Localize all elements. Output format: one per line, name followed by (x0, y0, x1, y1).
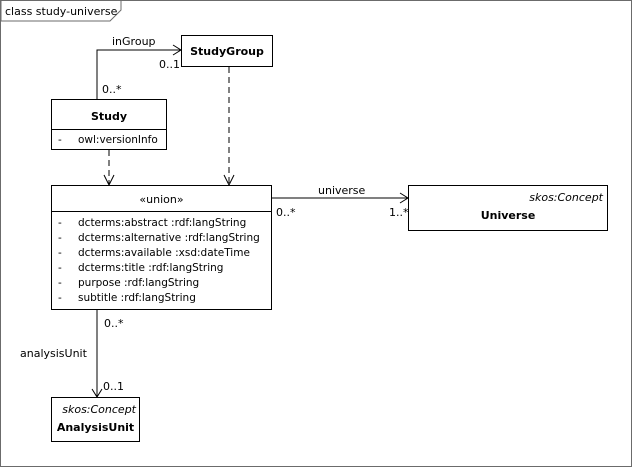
class-union-stereotype: «union» (139, 193, 184, 206)
class-universe-stereotype: skos:Concept (529, 191, 603, 204)
class-study-name: Study (90, 110, 128, 123)
attribute-marker: - (58, 292, 62, 304)
class-union-attribute: - subtitle :rdf:langString (58, 291, 196, 306)
analysisunit-source-multiplicity: 0..* (104, 317, 124, 330)
ingroup-target-multiplicity: 0..1 (159, 58, 180, 71)
frame-title-tab (0, 1, 122, 22)
ingroup-association-line (96, 49, 181, 99)
analysisunit-target-multiplicity: 0..1 (103, 380, 124, 393)
attribute-marker: - (58, 217, 62, 229)
attribute-text: purpose :rdf:langString (78, 277, 200, 289)
attribute-text: owl:versionInfo (78, 134, 158, 146)
attribute-marker: - (58, 247, 62, 259)
attribute-marker: - (58, 262, 62, 274)
universe-target-multiplicity: 1..* (389, 206, 409, 219)
analysisunit-label: analysisUnit (20, 347, 87, 360)
attribute-text: dcterms:alternative :rdf:langString (78, 232, 260, 244)
class-study-separator (52, 129, 166, 130)
ingroup-label: inGroup (112, 35, 156, 48)
attribute-text: dcterms:abstract :rdf:langString (78, 217, 247, 229)
frame-title: class study-universe (5, 5, 118, 18)
attribute-text: subtitle :rdf:langString (78, 292, 196, 304)
class-union-attribute: - purpose :rdf:langString (58, 276, 199, 291)
class-union-attribute: - dcterms:abstract :rdf:langString (58, 216, 246, 231)
class-union-attribute: - dcterms:title :rdf:langString (58, 261, 223, 276)
class-union[interactable]: «union» - dcterms:abstract :rdf:langStrin… (51, 185, 272, 310)
class-analysisunit-name: AnalysisUnit (56, 421, 135, 434)
class-study-attribute: - owl:versionInfo (58, 133, 158, 148)
class-study[interactable]: Study - owl:versionInfo (51, 99, 167, 150)
class-analysisunit-stereotype: skos:Concept (62, 403, 136, 416)
universe-source-multiplicity: 0..* (276, 206, 296, 219)
attribute-marker: - (58, 232, 62, 244)
universe-label: universe (318, 184, 366, 197)
class-studygroup[interactable]: StudyGroup (181, 35, 273, 67)
class-universe[interactable]: skos:Concept Universe (408, 185, 608, 231)
attribute-text: dcterms:available :xsd:dateTime (78, 247, 250, 259)
ingroup-source-multiplicity: 0..* (102, 83, 122, 96)
class-studygroup-name: StudyGroup (190, 45, 264, 58)
class-union-attribute: - dcterms:available :xsd:dateTime (58, 246, 250, 261)
class-analysisunit[interactable]: skos:Concept AnalysisUnit (51, 397, 140, 442)
class-union-attribute: - dcterms:alternative :rdf:langString (58, 231, 260, 246)
class-universe-name: Universe (480, 209, 536, 222)
attribute-text: dcterms:title :rdf:langString (78, 262, 224, 274)
attribute-marker: - (58, 277, 62, 289)
attribute-marker: - (58, 134, 62, 146)
class-union-separator (52, 211, 271, 212)
